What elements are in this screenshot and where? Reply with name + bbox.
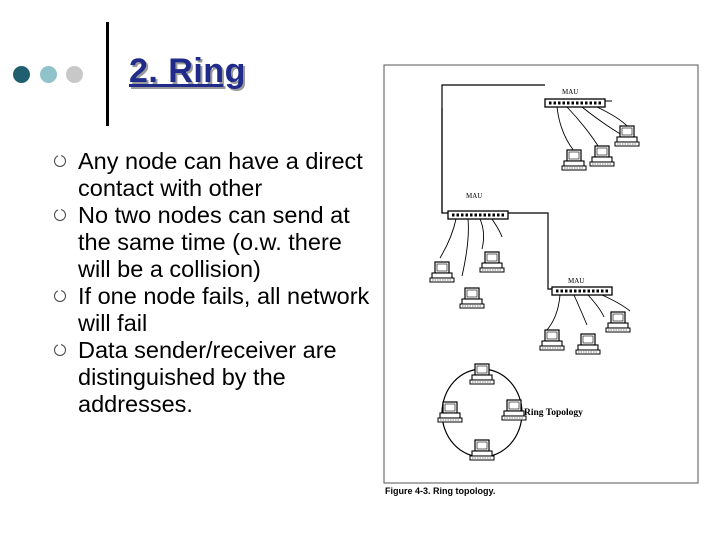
slide-title: 2. Ring <box>129 52 246 90</box>
bullet-item: Any node can have a direct contact with … <box>54 148 378 202</box>
accent-dot-gray <box>66 66 83 83</box>
bullet-text: Data sender/receiver are distinguished b… <box>78 337 337 417</box>
accent-dot-teal <box>40 66 57 83</box>
ring-diagram: Ring Topology <box>437 363 583 461</box>
bullet-ring-icon <box>54 208 66 221</box>
mau-right-hub: MAU <box>550 277 614 297</box>
mau-label: MAU <box>568 277 584 285</box>
mau-label: MAU <box>562 88 578 96</box>
figure-caption: Figure 4-3. Ring topology. <box>385 486 495 496</box>
accent-dot-dark <box>13 66 30 83</box>
mau-top-hub: MAU <box>543 88 607 109</box>
bullet-item: Data sender/receiver are distinguished b… <box>54 337 378 418</box>
bullet-text: If one node fails, all network will fail <box>78 283 370 336</box>
bullet-ring-icon <box>54 289 66 302</box>
ring-topology-figure: MAU MAU MAU <box>383 64 699 496</box>
ring-topology-label: Ring Topology <box>524 408 583 418</box>
bullet-text: Any node can have a direct contact with … <box>78 148 363 201</box>
bullet-list: Any node can have a direct contact with … <box>54 148 378 418</box>
bullet-ring-icon <box>54 343 66 356</box>
bullet-text: No two nodes can send at the same time (… <box>78 202 350 282</box>
bullet-item: If one node fails, all network will fail <box>54 283 378 337</box>
bullet-item: No two nodes can send at the same time (… <box>54 202 378 283</box>
mau-label: MAU <box>466 192 482 200</box>
title-divider <box>106 22 109 126</box>
bullet-ring-icon <box>54 154 66 167</box>
mau-left-hub: MAU <box>446 192 510 221</box>
